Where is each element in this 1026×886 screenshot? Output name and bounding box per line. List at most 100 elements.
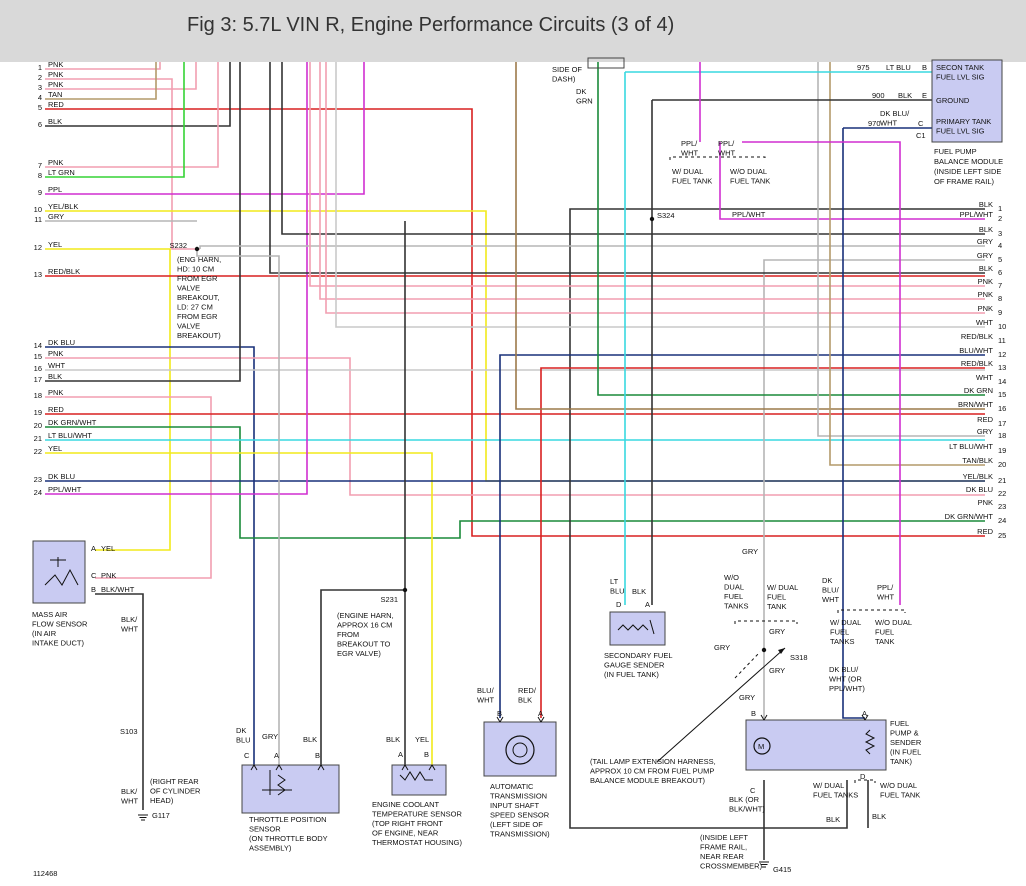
pin-arrow-icon	[317, 764, 325, 771]
splice-s103-label: S103	[120, 727, 138, 736]
figure-title: Fig 3: 5.7L VIN R, Engine Performance Ci…	[187, 14, 675, 36]
wire-right-8	[319, 62, 985, 300]
splice-s232-note: BREAKOUT)	[177, 331, 221, 340]
lr-gry: GRY	[769, 627, 785, 636]
ect-wire: YEL	[415, 735, 429, 744]
wire-left-5	[45, 108, 985, 537]
maf-name: FLOW SENSOR	[32, 620, 88, 629]
lr-dk-blu-wht-or: PPL/WHT)	[829, 684, 865, 693]
issp-pin: A	[538, 709, 543, 718]
left-pin-label: PPL	[48, 185, 62, 194]
sec-gauge-pin: A	[645, 600, 650, 609]
tps-pin: C	[244, 751, 250, 760]
right-pin-label: GRY	[977, 251, 993, 260]
ect-symbol-icon	[399, 771, 433, 781]
maf-sensor-box	[32, 540, 86, 604]
left-pin-label: BLK	[48, 117, 62, 126]
left-pin-number: 10	[34, 205, 42, 214]
wire-left-3	[45, 62, 197, 90]
dual-top-wire2: WHT	[718, 149, 735, 158]
left-pin-label: DK BLU	[48, 472, 75, 481]
fuel-pump-name: PUMP &	[890, 729, 919, 738]
left-pin-label: LT BLU/WHT	[48, 431, 92, 440]
right-pin-label: RED/BLK	[961, 359, 993, 368]
right-pin-label: BLK	[979, 264, 993, 273]
splice-s318-label: S318	[790, 653, 808, 662]
tps-wire: BLK	[303, 735, 317, 744]
lr-gry: GRY	[714, 643, 730, 652]
bm-pin: C	[918, 119, 924, 128]
lr-wo-dual-tanks: FUEL	[724, 592, 743, 601]
bm-wire: WHT	[880, 119, 897, 128]
right-pin-number: 23	[998, 502, 1006, 511]
wire-left-15	[45, 357, 985, 496]
connector-outline	[587, 57, 625, 69]
lr-gry-top: GRY	[742, 547, 758, 556]
issp-name: SPEED SENSOR	[490, 811, 550, 820]
left-pin-label: TAN	[48, 90, 62, 99]
right-pin-label: BLU/WHT	[959, 346, 993, 355]
splice-s232-label: S232	[169, 241, 187, 250]
maf-pin: C	[91, 571, 97, 580]
maf-pin: B	[91, 585, 96, 594]
fuel-pump-motor-icon	[753, 737, 771, 755]
left-pin-label: RED	[48, 405, 64, 414]
fuel-pump-name: FUEL	[890, 719, 909, 728]
ect-name: OF ENGINE, NEAR	[372, 829, 439, 838]
bm-name: (INSIDE LEFT SIDE	[934, 167, 1001, 176]
bm-name: FUEL PUMP	[934, 147, 977, 156]
ground-g415-note: CROSSMEMBER)	[700, 862, 763, 871]
issp-wire: BLK	[518, 696, 532, 705]
lr-wo-dual-tanks: DUAL	[724, 583, 744, 592]
maf-name: MASS AIR	[32, 610, 68, 619]
tps-name: SENSOR	[249, 825, 281, 834]
wire-left-24	[45, 62, 308, 495]
sec-gauge-wire: BLK	[632, 587, 646, 596]
lr-ppl-wht: WHT	[877, 593, 894, 602]
maf-symbol-icon	[44, 557, 79, 586]
wire-left-22	[45, 452, 433, 765]
right-pin-label: DK BLU	[966, 485, 993, 494]
issp-name: (LEFT SIDE OF	[490, 820, 543, 829]
right-pin-number: 1	[998, 204, 1002, 213]
dual-top-wire1: WHT	[681, 149, 698, 158]
wire-left-4	[45, 62, 157, 100]
left-pin-number: 5	[38, 103, 42, 112]
wire-left-8	[45, 62, 185, 178]
sec-gauge-box	[609, 611, 666, 646]
right-pin-label: TAN/BLK	[962, 456, 993, 465]
splice-s232-note: FROM EGR	[177, 274, 218, 283]
pin-arrow-icon	[401, 764, 409, 771]
lr-w-dual-tanks2: W/ DUAL	[830, 618, 861, 627]
tps-wire: DK	[236, 726, 246, 735]
label-dk-grn: DK	[576, 87, 586, 96]
dual-top-w: FUEL TANK	[672, 177, 712, 186]
right-pin-label: PPL/WHT	[960, 210, 994, 219]
right-pin-number: 20	[998, 460, 1006, 469]
bm-label: PRIMARY TANK	[936, 117, 991, 126]
ground-g415-icon	[759, 861, 769, 868]
dual-top-wo: W/O DUAL	[730, 167, 767, 176]
ground-g415-note: FRAME RAIL,	[700, 843, 747, 852]
fuel-pump-name: TANK)	[890, 757, 912, 766]
wire-gry-tps	[196, 249, 280, 765]
right-pin-label: WHT	[976, 373, 993, 382]
bm-wire: LT BLU	[886, 63, 911, 72]
right-pin-label: BRN/WHT	[958, 400, 993, 409]
fuel-pump-pin: A	[862, 709, 867, 718]
wire-dk-blu-pump	[842, 128, 865, 719]
left-pin-label: RED	[48, 100, 64, 109]
right-pin-number: 25	[998, 531, 1006, 540]
splice-s232-note: FROM EGR	[177, 312, 218, 321]
sec-gauge-wire: BLU	[610, 587, 625, 596]
bm-circuit: 970	[868, 119, 881, 128]
lr-dk-blu-wht: WHT	[822, 595, 839, 604]
left-pin-number: 12	[34, 243, 42, 252]
right-pin-number: 12	[998, 350, 1006, 359]
right-pin-number: 17	[998, 419, 1006, 428]
left-pin-label: BLK	[48, 372, 62, 381]
sec-gauge-symbol-icon	[617, 619, 655, 635]
left-pin-number: 7	[38, 161, 42, 170]
wire-right-15	[597, 62, 985, 396]
